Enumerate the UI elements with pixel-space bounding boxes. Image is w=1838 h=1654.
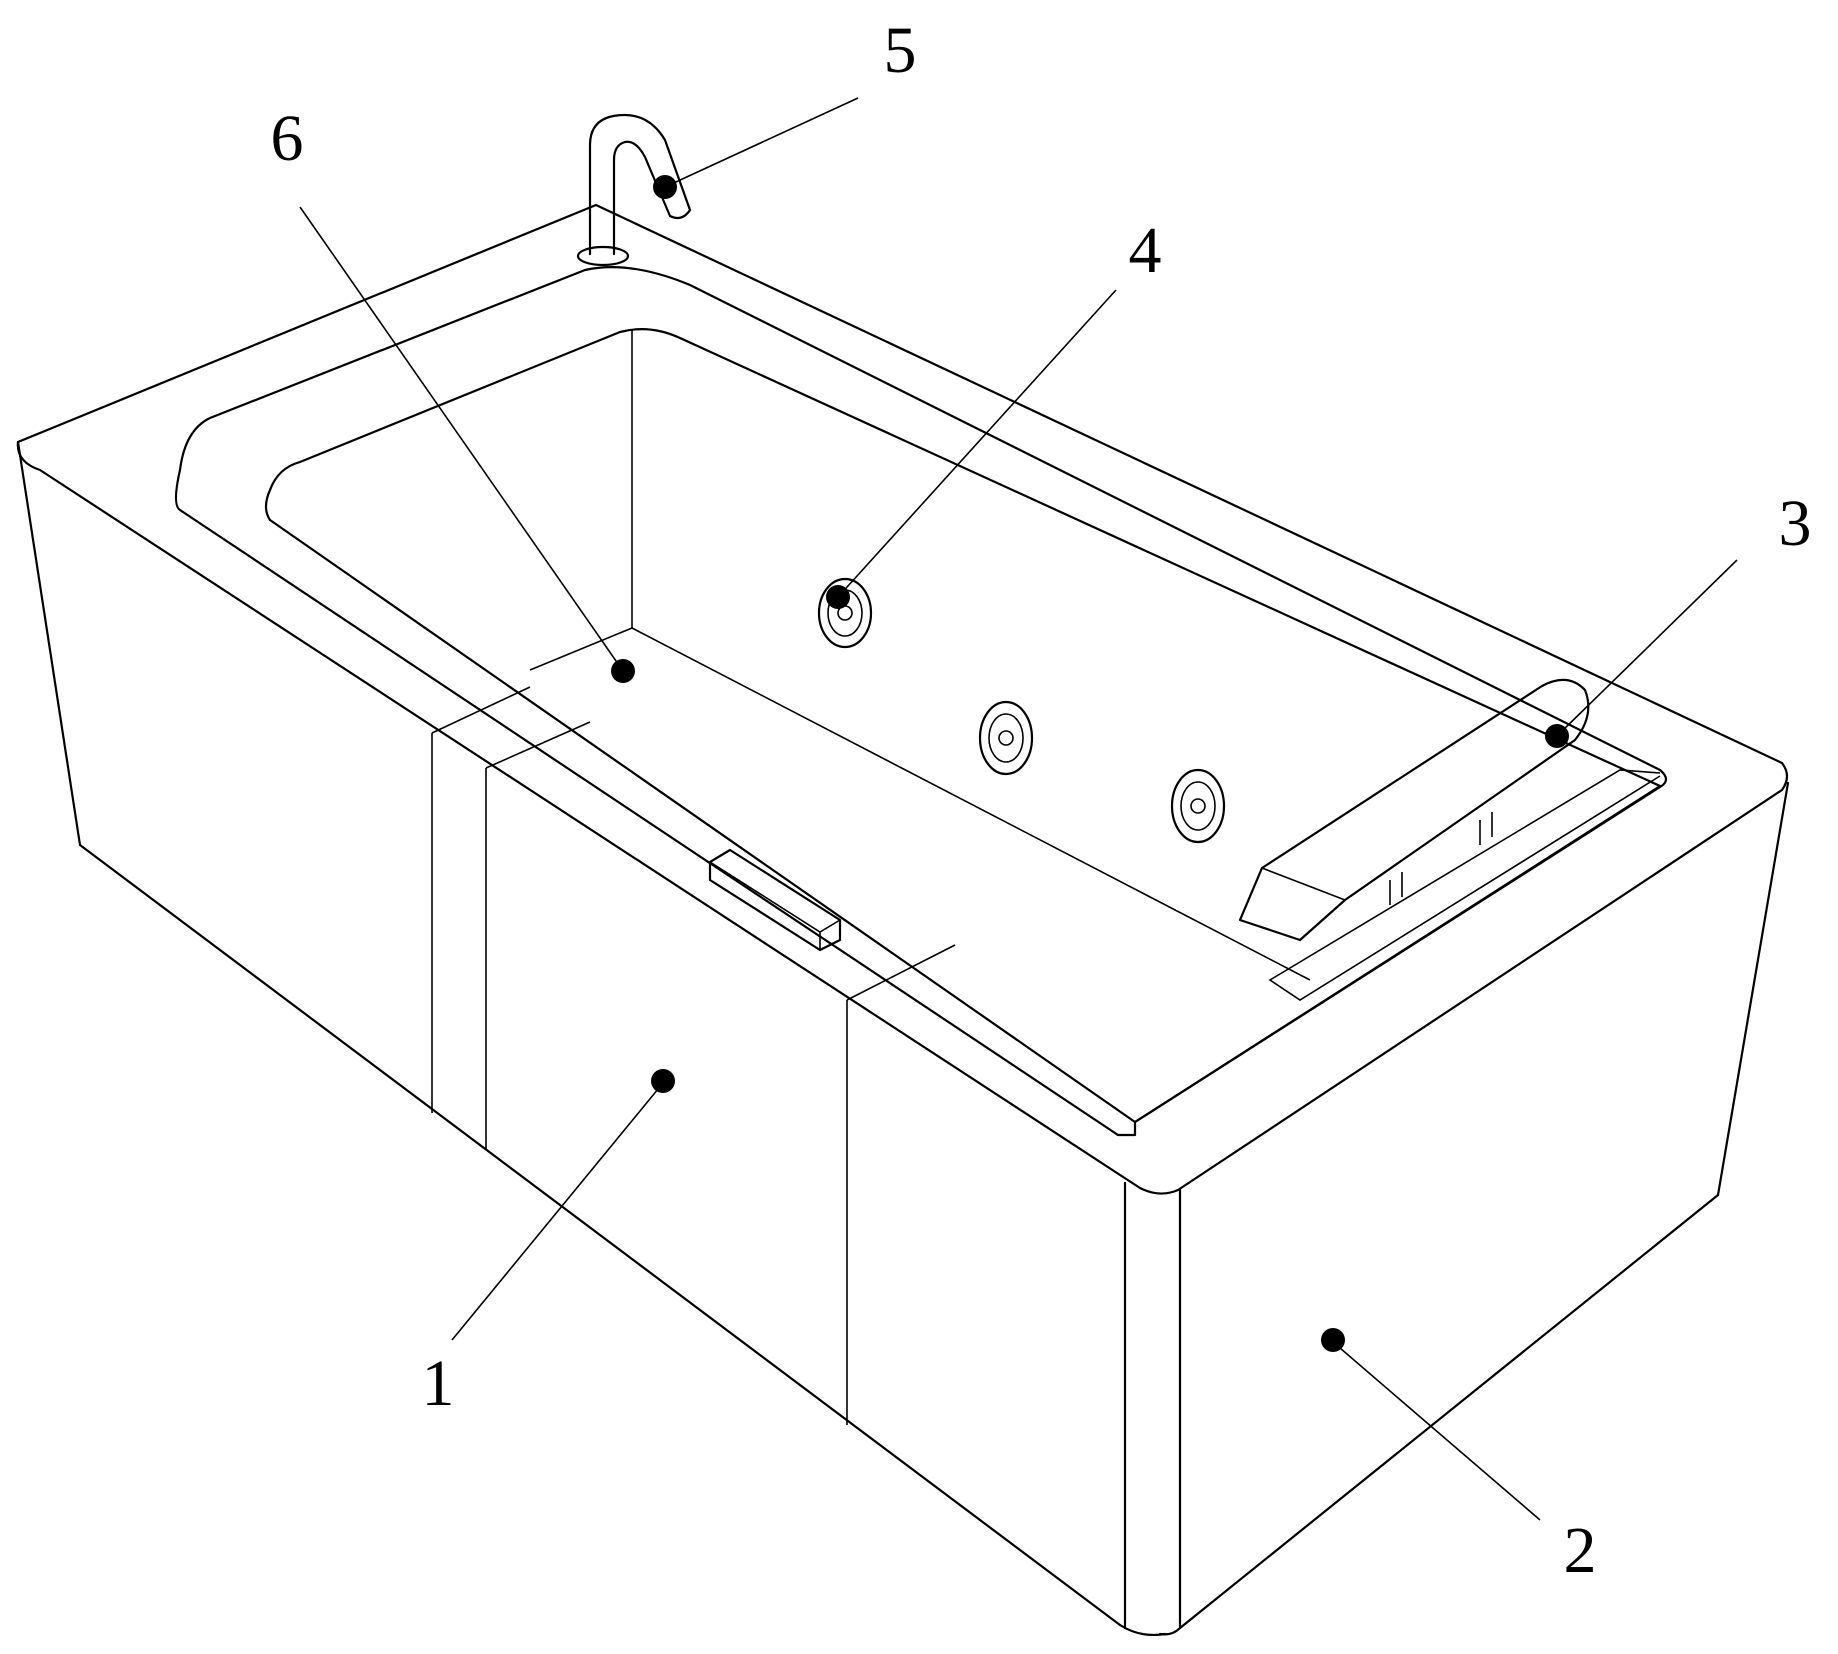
callout-dot-2: [1321, 1328, 1345, 1352]
callout-dot-4: [826, 585, 850, 609]
leader-lines: [299, 97, 1738, 1521]
callout-dot-3: [1545, 724, 1569, 748]
massage-jet-3: [1170, 768, 1226, 844]
callout-dot-1: [651, 1069, 675, 1093]
basin-floor-left: [529, 627, 633, 671]
front-panel: [431, 686, 956, 1425]
leader-line-6: [299, 206, 624, 672]
control-bar: [708, 848, 842, 952]
headrest: [1238, 678, 1590, 942]
callout-label-5: 5: [884, 14, 917, 87]
callout-label-6: 6: [271, 102, 304, 175]
tub-right-bottom-edge: [1158, 1193, 1720, 1636]
callout-dots: [611, 175, 1569, 1352]
tub-right-edge: [1716, 781, 1790, 1197]
leader-line-4: [837, 289, 1117, 598]
leader-line-2: [1332, 1341, 1541, 1521]
callout-dot-5: [653, 175, 677, 199]
tub-top-outline: [16, 203, 1789, 1195]
leader-line-3: [1559, 559, 1738, 734]
rim-inner-outline: [174, 266, 1668, 1137]
massage-jets: [817, 577, 1226, 844]
callout-labels: 1 2 3 4 5 6: [271, 14, 1812, 1587]
leader-line-5: [664, 97, 859, 188]
front-panel-left-strip: [431, 733, 487, 1150]
callout-label-1: 1: [422, 1347, 455, 1420]
callout-label-2: 2: [1564, 1514, 1597, 1587]
basin-outline: [264, 327, 1662, 1124]
faucet: [576, 113, 692, 267]
callout-label-3: 3: [1779, 487, 1812, 560]
front-panel-top-band: [431, 686, 956, 1001]
tub-rim: [174, 266, 1668, 1137]
leader-line-1: [451, 1082, 664, 1341]
rim-right-deck: [1268, 769, 1661, 1001]
tub-left-edge: [16, 440, 82, 847]
tub-body: [16, 203, 1790, 1637]
tub-basin: [264, 327, 1662, 1124]
massage-jet-2: [978, 700, 1034, 776]
callout-label-4: 4: [1129, 214, 1162, 287]
basin-floor-edge: [631, 627, 1311, 981]
tub-front-bottom-edge: [78, 843, 1167, 1637]
callout-dot-6: [611, 659, 635, 683]
